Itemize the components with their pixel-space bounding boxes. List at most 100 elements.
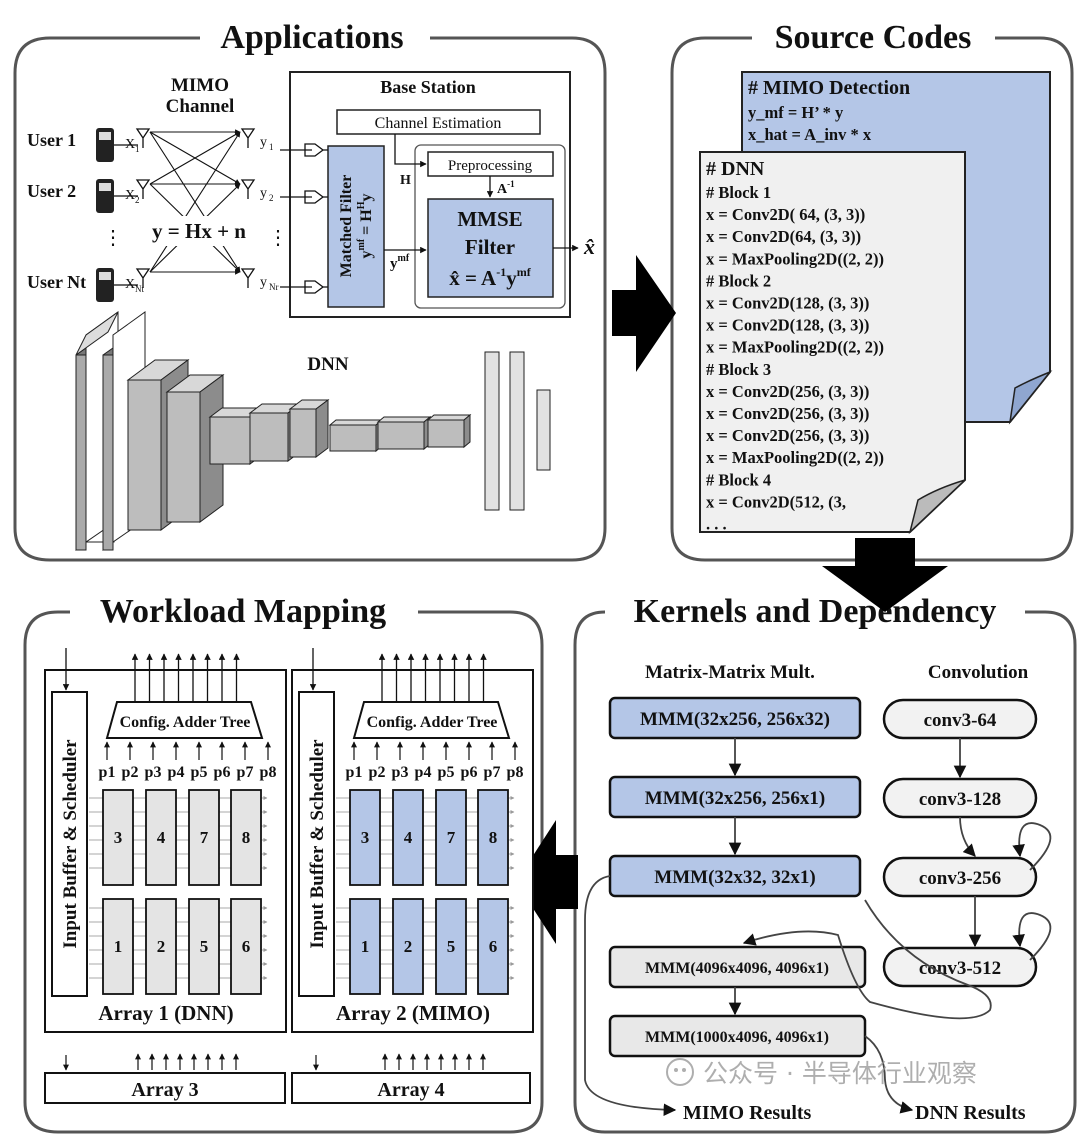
scheduler-box xyxy=(298,691,335,997)
pe-label: 8 xyxy=(242,828,251,847)
scheduler-box xyxy=(51,691,88,997)
source-back-title: # MIMO Detection xyxy=(748,77,910,99)
port-label: p7 xyxy=(484,764,501,781)
channel-estimation-box xyxy=(336,109,541,135)
scheduler-label: Input Buffer & Scheduler xyxy=(60,739,81,949)
rx-label: y xyxy=(260,135,267,150)
pe-label: 3 xyxy=(361,828,370,847)
svg-text:Nt: Nt xyxy=(135,284,144,294)
port-label: p4 xyxy=(168,764,185,781)
source-front-page: # DNN # Block 1x = Conv2D( 64, (3, 3))x … xyxy=(699,151,966,535)
channel-estimation-label: Channel Estimation xyxy=(375,115,502,132)
svg-text:Nr: Nr xyxy=(269,282,279,292)
mmse-label: MMSE xyxy=(457,207,522,231)
svg-text:conv3-512: conv3-512 xyxy=(919,958,1001,979)
pe-label: 4 xyxy=(157,828,166,847)
mm-header: Matrix-Matrix Mult. xyxy=(645,662,815,683)
pe-label: 5 xyxy=(200,937,209,956)
code-line: x = Conv2D(128, (3, 3)) xyxy=(706,294,869,313)
rx-label: y xyxy=(260,186,267,201)
pe-block xyxy=(349,898,381,995)
pe-label: 6 xyxy=(489,937,498,956)
pe-block xyxy=(145,898,177,995)
arrow-down-icon xyxy=(822,538,948,612)
svg-text:MMM(4096x4096, 4096x1): MMM(4096x4096, 4096x1) xyxy=(645,960,829,977)
svg-text:conv3-256: conv3-256 xyxy=(919,868,1001,889)
code-line: . . . xyxy=(706,515,727,534)
array-4-label: Array 4 xyxy=(377,1079,444,1101)
conv-node xyxy=(882,856,1038,898)
svg-text:1: 1 xyxy=(135,144,140,154)
svg-text:conv3-64: conv3-64 xyxy=(924,710,997,731)
svg-text:2: 2 xyxy=(269,193,274,203)
code-line: x = Conv2D(256, (3, 3)) xyxy=(706,382,869,401)
port-label: p5 xyxy=(438,764,455,781)
pe-label: 7 xyxy=(200,828,209,847)
adder-tree xyxy=(352,701,511,739)
a-inv-label: A-1 xyxy=(497,179,515,197)
phone-icon xyxy=(96,128,114,302)
array-3-label: Array 3 xyxy=(131,1079,198,1101)
mimo-channel-title: MIMO xyxy=(171,75,229,96)
pe-block xyxy=(230,789,262,886)
panel-title-source-codes: Source Codes xyxy=(775,19,972,56)
ymf-label: ymf xyxy=(390,253,410,272)
mmse-label-2: Filter xyxy=(465,235,515,259)
pe-label: 6 xyxy=(242,937,251,956)
array-label: Array 2 (MIMO) xyxy=(336,1001,490,1025)
mmse-box xyxy=(427,198,554,298)
dnn-results-label: DNN Results xyxy=(915,1102,1026,1124)
preprocessing-label: Preprocessing xyxy=(448,158,533,174)
code-line: x = Conv2D(256, (3, 3)) xyxy=(706,404,869,423)
dnn-network xyxy=(75,311,551,552)
port-label: p2 xyxy=(122,764,139,781)
code-line: x = MaxPooling2D((2, 2)) xyxy=(706,249,884,268)
panel-title-workload-mapping: Workload Mapping xyxy=(100,593,386,630)
mimo-channel-title-2: Channel xyxy=(166,96,235,117)
user-label: User 2 xyxy=(27,181,76,201)
matched-filter-eq: ymf = HHy xyxy=(356,193,375,258)
pe-label: 1 xyxy=(361,937,370,956)
kernel-graph: Matrix-Matrix Mult. Convolution MMM(32x2… xyxy=(584,662,1052,1124)
port-label: p5 xyxy=(191,764,208,781)
panel-title-applications: Applications xyxy=(220,19,403,56)
scheduler-label: Input Buffer & Scheduler xyxy=(307,739,328,949)
matched-filter-label: Matched Filter xyxy=(338,175,355,278)
conv-header: Convolution xyxy=(928,662,1029,683)
pe-label: 4 xyxy=(404,828,413,847)
pe-block xyxy=(349,789,381,886)
port-label: p6 xyxy=(214,764,231,781)
kernel-node xyxy=(608,945,867,989)
port-label: p7 xyxy=(237,764,254,781)
h-label: H xyxy=(400,173,411,188)
user-dots: ⋮ xyxy=(103,227,123,249)
pe-block xyxy=(392,898,424,995)
pe-block xyxy=(188,898,220,995)
antenna-dots: ⋮ xyxy=(268,227,288,249)
watermark: 公众号 · 半导体行业观察 xyxy=(666,1058,977,1088)
rx-label: y xyxy=(260,275,267,290)
code-line: x = Conv2D(64, (3, 3)) xyxy=(706,227,861,246)
code-line: x = Conv2D(128, (3, 3)) xyxy=(706,316,869,335)
array-label: Array 1 (DNN) xyxy=(98,1001,233,1025)
conv-node xyxy=(882,946,1038,988)
base-station-box xyxy=(289,71,571,318)
array-3-box xyxy=(44,1072,286,1104)
svg-text:MMM(32x256, 256x32): MMM(32x256, 256x32) xyxy=(640,709,830,730)
code-line: x = Conv2D(256, (3, 3)) xyxy=(706,426,869,445)
svg-text:MMM(32x32, 32x1): MMM(32x32, 32x1) xyxy=(654,867,815,888)
xhat-output: x̂ xyxy=(583,234,595,259)
port-label: p3 xyxy=(145,764,162,781)
tx-label: X xyxy=(125,188,135,203)
pe-block xyxy=(477,898,509,995)
pe-block xyxy=(392,789,424,886)
svg-text:MMM(1000x4096, 4096x1): MMM(1000x4096, 4096x1) xyxy=(645,1029,829,1046)
watermark-text: 公众号 · 半导体行业观察 xyxy=(703,1059,977,1088)
code-line: # Block 4 xyxy=(706,470,771,489)
port-label: p4 xyxy=(415,764,432,781)
mimo-system: MIMO Channel User 1 User 2 User Nt ⋮ ⋮ X… xyxy=(27,71,595,318)
pe-block xyxy=(230,898,262,995)
